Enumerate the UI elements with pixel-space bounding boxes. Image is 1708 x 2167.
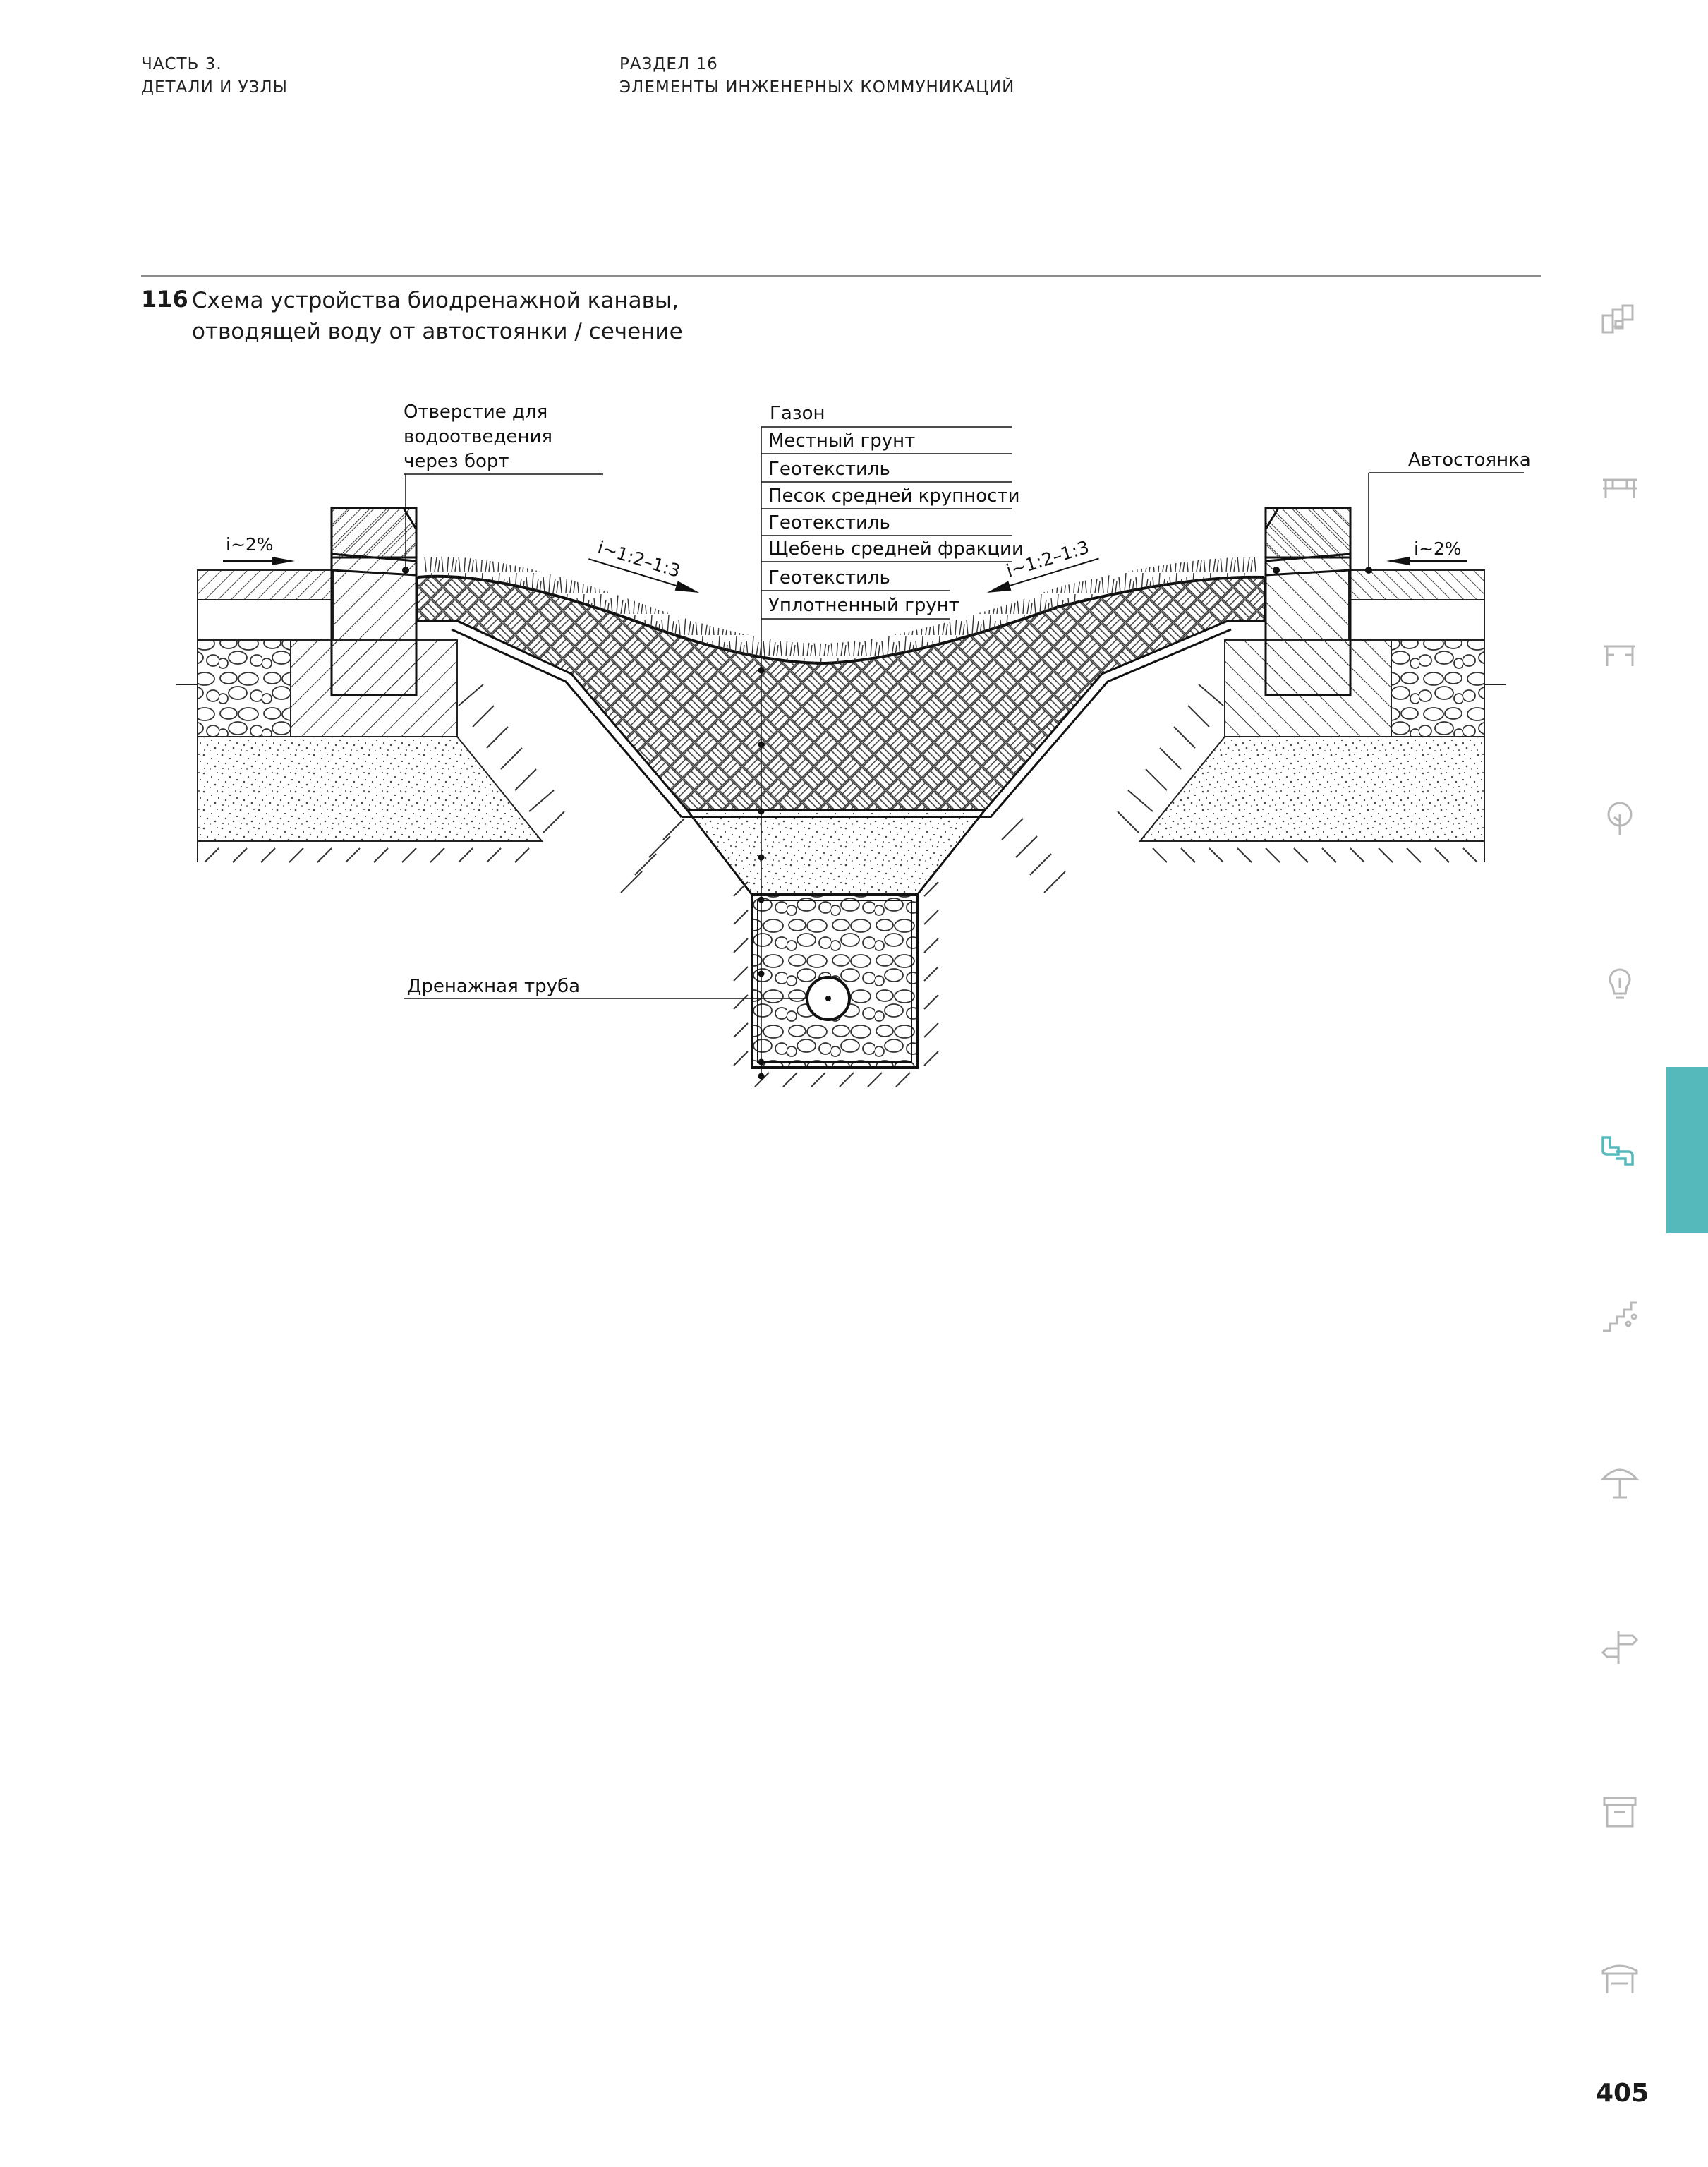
ditch-fill (417, 556, 1265, 1087)
layer-label-geotextile-2: Геотекстиль (768, 512, 890, 533)
header-section-line1: РАЗДЕЛ 16 (619, 55, 718, 73)
drain-hole-label-line3: через борт (404, 451, 509, 472)
header-part-line2: ДЕТАЛИ И УЗЛЫ (141, 78, 288, 97)
bench-icon[interactable] (1600, 467, 1640, 507)
lamp-icon[interactable] (1600, 965, 1640, 1005)
figure-title-line1: Схема устройства биодренажной канавы, (192, 288, 679, 313)
layer-label-lawn: Газон (770, 403, 825, 424)
bank-slope-left: i~1:2–1:3 (588, 537, 700, 593)
layer-label-geotextile-3: Геотекстиль (768, 567, 890, 588)
kiosk-icon[interactable] (1600, 1792, 1640, 1832)
header-section-line2: ЭЛЕМЕНТЫ ИНЖЕНЕРНЫХ КОММУНИКАЦИЙ (619, 78, 1015, 97)
table-icon[interactable] (1600, 635, 1640, 675)
slope-left: i~2% (223, 534, 295, 565)
right-parking-section (1117, 507, 1506, 863)
slope-right-text: i~2% (1414, 538, 1462, 559)
sand-trench-layer (684, 809, 988, 896)
header-rule (141, 275, 1541, 277)
drain-pipe-label: Дренажная труба (404, 976, 807, 999)
shelter-icon[interactable] (1600, 1958, 1640, 1998)
slope-left-text: i~2% (226, 534, 274, 555)
pipe-icon[interactable] (1600, 1130, 1640, 1170)
left-base-layer (197, 599, 334, 641)
slope-right: i~2% (1386, 538, 1467, 565)
active-section-tab[interactable] (1666, 1067, 1708, 1233)
left-asphalt-layer (197, 569, 334, 600)
header-part-line1: ЧАСТЬ 3. (141, 55, 222, 73)
drainage-ditch-section: Газон Местный грунт Геотекстиль Песок ср… (176, 402, 1531, 1087)
stairs-icon[interactable] (1600, 1296, 1640, 1335)
left-sand-layer (197, 736, 544, 842)
paving-icon[interactable] (1600, 300, 1640, 339)
layer-label-geotextile-1: Геотекстиль (768, 459, 890, 480)
drain-pipe-label-text: Дренажная труба (407, 976, 580, 997)
drain-hole-label: Отверстие для водоотведения через борт (404, 402, 603, 570)
layer-labels: Газон Местный грунт Геотекстиль Песок ср… (761, 403, 1024, 620)
parking-label-text: Автостоянка (1408, 449, 1531, 471)
left-curb-top (330, 507, 418, 559)
header-part: ЧАСТЬ 3. ДЕТАЛИ И УЗЛЫ (141, 53, 288, 99)
layer-label-crushed-stone: Щебень средней фракции (768, 538, 1024, 560)
drain-hole-label-line1: Отверстие для (404, 402, 547, 423)
figure-number: 116 (141, 286, 188, 313)
drain-hole-label-line2: водоотведения (404, 426, 552, 447)
figure-title-line2: отводящей воду от автостоянки / сечение (192, 319, 683, 344)
layer-label-sand: Песок средней крупности (768, 485, 1019, 507)
umbrella-icon[interactable] (1600, 1461, 1640, 1500)
parking-label: Автостоянка (1365, 449, 1531, 574)
layer-label-local-soil: Местный грунт (768, 430, 915, 452)
figure-title: Схема устройства биодренажной канавы, от… (192, 285, 683, 347)
page-number: 405 (1596, 2079, 1649, 2108)
grass-blades (423, 556, 1256, 663)
left-parking-section (176, 507, 565, 863)
layer-label-compacted-soil: Уплотненный грунт (768, 595, 959, 616)
header-section: РАЗДЕЛ 16 ЭЛЕМЕНТЫ ИНЖЕНЕРНЫХ КОММУНИКАЦ… (619, 53, 1014, 99)
tree-icon[interactable] (1600, 799, 1640, 838)
left-gravel-layer (197, 639, 291, 737)
signpost-icon[interactable] (1600, 1627, 1640, 1667)
